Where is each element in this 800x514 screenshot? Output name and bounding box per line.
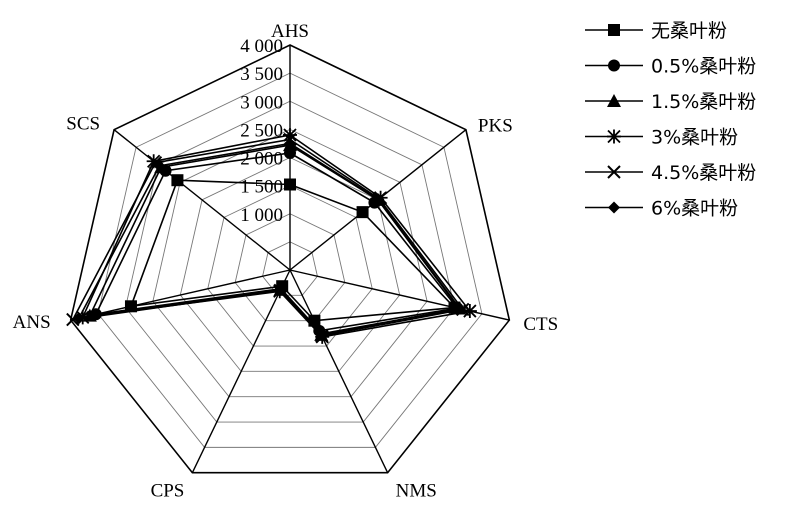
axis-label-ans: ANS [13,312,51,333]
tick-label: 3 000 [240,92,283,113]
legend-marker-x [607,165,621,179]
legend-marker-diamond [608,201,620,214]
legend-label: 1.5%桑叶粉 [651,91,756,113]
axis-label-pks: PKS [478,116,513,137]
tick-label: 1 000 [240,205,283,226]
axis-label-cts: CTS [523,314,558,335]
data-point-square [284,178,296,191]
grid-ring [234,213,346,322]
legend-label: 4.5%桑叶粉 [651,162,756,184]
tick-label: 1 500 [240,177,283,198]
legend-marker-circle [608,59,620,72]
legend-item: 无桑叶粉 [585,20,727,42]
series-line [77,142,462,335]
legend-item: 3%桑叶粉 [585,127,738,149]
legend-item: 1.5%桑叶粉 [585,91,756,113]
data-point-square [124,300,137,313]
legend-item: 4.5%桑叶粉 [585,162,756,184]
data-point-diamond [72,312,85,325]
data-point-diamond [314,327,327,340]
series-6 [72,137,467,340]
grid-ring [97,72,483,448]
grid-outer-ring [69,44,511,474]
series-line [129,179,457,322]
axis-label-nms: NMS [396,481,437,502]
grid-ring [179,157,401,372]
legend-marker-triangle [607,94,621,107]
radar-tick-labels: 1 000 1 500 2 000 2 500 3 000 3 500 4 000 [240,36,283,226]
series-line [71,138,465,337]
data-point-diamond [274,283,287,296]
radar-series-group [66,128,477,344]
axis-label-ahs: AHS [271,21,309,42]
data-point-square [171,174,184,187]
legend-marker-square [608,24,620,36]
grid-ring [124,100,456,423]
tick-label: 2 500 [240,120,283,141]
axis-label-scs: SCS [66,114,100,135]
data-point-diamond [153,159,166,172]
legend-label: 3%桑叶粉 [651,127,738,149]
data-point-asterisk [283,128,297,142]
radar-axis-labels: AHS PKS CTS NMS CPS ANS SCS [13,21,559,502]
data-point-diamond [454,302,467,315]
grid-ring [207,185,373,347]
legend-item: 6%桑叶粉 [585,198,738,220]
legend-label: 无桑叶粉 [651,20,727,42]
grid-ring [152,128,428,398]
axis-spoke-ans [70,269,291,321]
data-point-asterisk [462,304,477,319]
legend-label: 0.5%桑叶粉 [651,56,756,78]
legend: 无桑叶粉 0.5%桑叶粉 1.5%桑叶粉 3%桑叶粉 4.5%桑叶粉 6%桑叶粉 [585,20,756,220]
axis-spoke-scs [113,129,291,271]
legend-item: 0.5%桑叶粉 [585,56,756,78]
tick-label: 2 000 [240,149,283,170]
radar-grid [69,44,511,474]
tick-label: 4 000 [240,36,283,57]
data-point-square [356,206,369,219]
data-point-diamond [372,193,385,206]
tick-label: 3 500 [240,64,283,85]
data-point-diamond [284,137,296,150]
legend-marker-asterisk [607,129,621,144]
axis-spoke-nms [289,269,389,474]
legend-label: 6%桑叶粉 [651,198,738,220]
axis-spoke-cps [191,269,291,474]
axis-label-cps: CPS [151,481,185,502]
